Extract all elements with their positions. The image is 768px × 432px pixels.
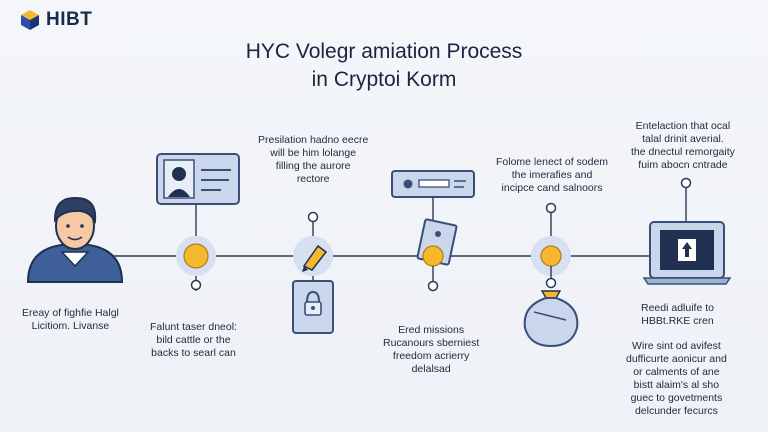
money-bag-icon (523, 290, 579, 348)
step-2-label: Falunt taser dneol: bild cattle or the b… (150, 321, 237, 359)
step-node-4 (540, 245, 562, 267)
hibt-logo-cube-icon (21, 10, 39, 30)
step-5-label: Folome lenect of sodem the imerafies and… (496, 156, 609, 194)
step-6-label: Reedi adluife to HBBt.RKE cren (641, 302, 714, 327)
card-scan-icon (391, 170, 475, 198)
step-6-detail-label: Wire sint od avifest dufficurte aonicur … (626, 340, 727, 417)
step-node-3 (422, 245, 444, 267)
brand-name: HIBT (46, 9, 93, 30)
step-4-label: Ered missions Rucanours sberniest freedo… (383, 324, 480, 375)
step-6-top-label: Entelaction that ocal talal drinit averi… (631, 120, 735, 171)
brand-logo: HIBT (18, 8, 92, 32)
pen-icon (302, 244, 328, 272)
laptop-upload-icon (642, 221, 732, 285)
step-1-label: Ereay of fighfie Halgl Licitiom. Livanse (22, 307, 119, 332)
document-lock-icon (292, 280, 334, 334)
id-card-icon (156, 153, 240, 205)
user-avatar-icon (26, 196, 124, 283)
step-3-label: Presilation hadno eecre will be him lola… (258, 134, 369, 185)
step-node-1 (183, 243, 209, 269)
page-title: HYC Volegr amiation Process (245, 40, 523, 63)
page-subtitle: in Cryptoi Korm (311, 68, 457, 91)
